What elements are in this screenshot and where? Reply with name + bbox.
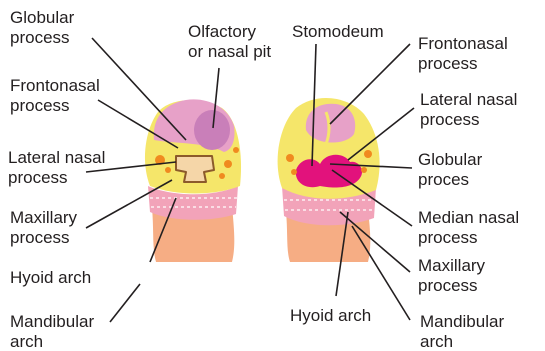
label-lateral-nasal-process-left: Lateral nasal process <box>8 148 105 188</box>
label-stomodeum: Stomodeum <box>292 22 384 42</box>
label-olfactory-pit: Olfactory or nasal pit <box>188 22 271 62</box>
label-globular-process-left: Globular process <box>10 8 74 48</box>
label-maxillary-process-right: Maxillary process <box>418 256 485 296</box>
label-mandibular-arch-right: Mandibular arch <box>420 312 504 351</box>
label-frontonasal-process-right: Frontonasal process <box>418 34 508 74</box>
label-mandibular-arch-left: Mandibular arch <box>10 312 94 351</box>
left-olfactory-pit <box>194 110 230 150</box>
right-embryo <box>278 98 380 262</box>
label-hyoid-arch-left: Hyoid arch <box>10 268 91 288</box>
label-median-nasal-process: Median nasal process <box>418 208 519 248</box>
label-maxillary-process-left: Maxillary process <box>10 208 77 248</box>
label-hyoid-arch-right: Hyoid arch <box>290 306 371 326</box>
label-frontonasal-process-left: Frontonasal process <box>10 76 100 116</box>
label-lateral-nasal-process-right: Lateral nasal process <box>420 90 517 130</box>
label-globular-process-right: Globular proces <box>418 150 482 190</box>
